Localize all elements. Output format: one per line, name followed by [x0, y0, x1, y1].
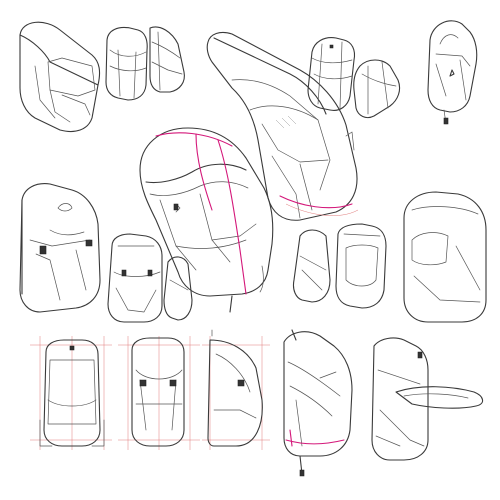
sketch-ortho-front	[30, 336, 112, 450]
sketch-pocket-b	[335, 223, 387, 309]
sketch-pouch-front	[105, 26, 148, 101]
sketch-backpack-right	[403, 191, 487, 323]
sketch-backpack-open-flap	[371, 337, 484, 461]
sketch-backpack-left	[19, 183, 101, 313]
sketch-backpack-main	[139, 127, 274, 313]
sketch-backpack-flap-side	[19, 21, 101, 133]
sketch-daypack-small	[107, 233, 163, 323]
sketch-pocket-a	[292, 229, 331, 303]
sketch-hip-pouch-a	[307, 37, 356, 111]
sketch-ortho-harness	[118, 336, 200, 450]
sketch-hip-pouch-b	[353, 59, 401, 119]
sketch-pouch-angled	[149, 26, 185, 93]
sketch-backpack-upright	[427, 20, 478, 125]
sketch-side-panel	[163, 256, 193, 321]
sketch-ortho-side	[202, 329, 270, 450]
sketch-backpack-threequarter	[283, 329, 353, 477]
sketch-sling-bag	[206, 31, 359, 221]
